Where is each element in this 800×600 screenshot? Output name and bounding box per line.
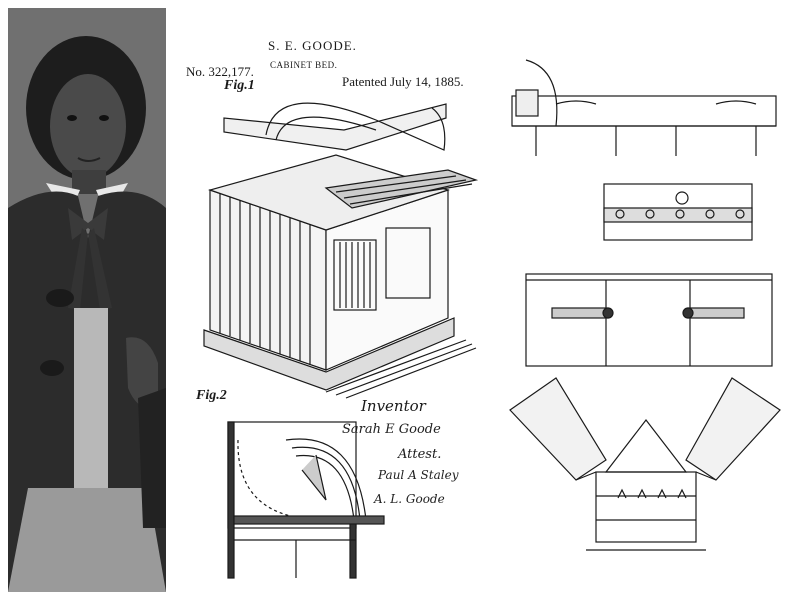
figure-3-bed-elevation	[511, 59, 777, 156]
portrait-photo	[8, 8, 166, 592]
witness-signature-2: A. L. Goode	[374, 492, 445, 506]
figure-1-cabinet-drawing	[203, 102, 479, 399]
patent-inventor-name: S. E. GOODE.	[268, 38, 357, 53]
patent-number: No. 322,177.	[186, 64, 254, 79]
figure-4-bed-end-view	[603, 183, 753, 241]
patent-title: CABINET BED.	[270, 60, 338, 70]
patent-date: Patented July 14, 1885.	[342, 74, 464, 89]
witness-signature-1: Paul A Staley	[378, 468, 459, 482]
figure-5-panel-view	[525, 273, 773, 367]
inventor-heading: Inventor	[361, 397, 426, 415]
figure-6-open-bed-section	[509, 377, 781, 551]
inventor-signature: Sarah E Goode	[342, 422, 441, 437]
patent-figures	[203, 59, 781, 579]
patent-drawing-sheet: S. E. GOODE. No. 322,177. CABINET BED. P…	[176, 0, 800, 600]
figure-2-label: Fig.2	[196, 388, 227, 403]
portrait-illustration	[8, 8, 166, 592]
figure-1-label: Fig.1	[224, 78, 255, 93]
figure-2-section-drawing	[227, 421, 385, 579]
attest-heading: Attest.	[398, 447, 442, 462]
